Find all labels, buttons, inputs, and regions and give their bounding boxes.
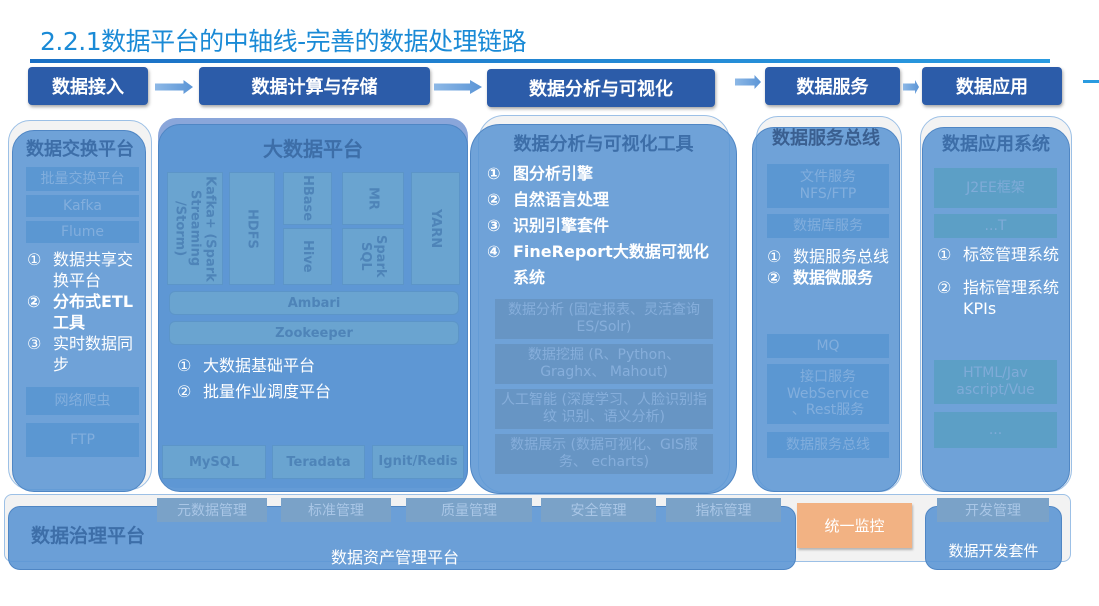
faded-box: Flume: [26, 221, 139, 243]
feature: 标签管理系统: [963, 245, 1060, 264]
feature: 识别引擎套件: [513, 216, 610, 235]
num: ①: [27, 250, 42, 269]
num: ①: [767, 247, 782, 266]
service-title: 数据服务总线: [772, 128, 880, 149]
component-ignite-redis: Ignit/Redis: [372, 445, 464, 479]
num: ②: [487, 190, 501, 209]
application-feature-list: ① 标签管理系统 ② 指标管理系统KPIs: [937, 244, 1062, 319]
component-spark-sql: Spark SQL: [342, 228, 404, 285]
faded-box: 文件服务 NFS/FTP: [767, 164, 889, 208]
component-zookeeper: Zookeeper: [169, 321, 459, 345]
security-management: 安全管理: [541, 498, 656, 522]
faded-box: J2EE框架: [934, 168, 1057, 208]
num: ①: [937, 245, 952, 264]
feature: 实时数据同步: [53, 334, 134, 374]
faded-box: 数据展示 (数据可视化、GIS服务、 echarts): [495, 434, 713, 474]
num: ②: [177, 382, 192, 401]
stage-data-service: 数据服务: [765, 67, 900, 105]
faded-box: FTP: [26, 423, 139, 457]
component-mysql: MySQL: [162, 445, 266, 479]
component-hive: Hive: [283, 228, 332, 285]
arrow-right-icon: [155, 80, 193, 94]
asset-management-label: 数据资产管理平台: [331, 548, 460, 567]
big-data-title: 大数据平台: [263, 137, 363, 161]
faded-box: MQ: [767, 334, 889, 358]
application-title: 数据应用系统: [942, 134, 1050, 155]
feature: 自然语言处理: [513, 190, 610, 209]
exchange-platform-panel: 数据交换平台 批量交换平台 Kafka Flume ① 数据共享交换平台 ② 分布式…: [12, 130, 146, 492]
faded-box: 数据挖掘 (R、Python、Graghx、 Mahout): [495, 344, 713, 384]
feature: 分布式ETL工具: [53, 292, 134, 332]
faded-box: 数据分析 (固定报表、灵活查询 ES/Solr): [495, 299, 713, 339]
page-title: 2.2.1数据平台的中轴线-完善的数据处理链路: [40, 27, 527, 56]
unified-monitoring: 统一监控: [797, 503, 912, 548]
application-panel: 数据应用系统 J2EE框架 ...T ① 标签管理系统 ② 指标管理系统KPIs H…: [922, 127, 1070, 492]
feature: 图分析引擎: [513, 164, 594, 183]
faded-box: 接口服务 WebService 、Rest服务: [767, 364, 889, 424]
num: ②: [937, 278, 952, 297]
analysis-panel: 数据分析与可视化工具 ① 图分析引擎 ② 自然语言处理 ③ 识别引擎套件 ④ FineR…: [470, 124, 737, 494]
stage-data-ingest: 数据接入: [28, 67, 148, 105]
faded-box: 数据服务总线: [767, 432, 889, 458]
big-data-feature-list: ① 大数据基础平台 ② 批量作业调度平台: [177, 353, 331, 405]
title-divider: [30, 59, 1050, 63]
stage-compute-storage: 数据计算与存储: [199, 67, 430, 105]
stage-data-application: 数据应用: [922, 67, 1062, 105]
arrow-right-icon: [903, 80, 919, 94]
divider-fragment: [1083, 80, 1099, 83]
feature: 数据服务总线: [793, 247, 890, 266]
component-yarn: YARN: [411, 172, 460, 285]
feature: FineReport大数据可视化系统: [513, 242, 709, 287]
asset-management-panel: 数据治理平台 数据资产管理平台: [8, 506, 796, 570]
feature: 指标管理系统KPIs: [963, 278, 1060, 318]
service-panel: 数据服务总线 文件服务 NFS/FTP 数据库服务 ① 数据服务总线 ② 数据微服务…: [752, 127, 900, 492]
governance-title: 数据治理平台: [31, 525, 146, 547]
num: ②: [27, 292, 41, 311]
num: ②: [767, 268, 781, 287]
faded-box: HTML/Jav ascript/Vue: [934, 360, 1057, 404]
component-ambari: Ambari: [169, 291, 459, 315]
faded-box: ...: [934, 412, 1057, 448]
faded-box: 数据库服务: [767, 214, 889, 238]
exchange-feature-list: ① 数据共享交换平台 ② 分布式ETL工具 ③ 实时数据同步: [27, 249, 137, 375]
quality-management: 质量管理: [406, 498, 532, 522]
feature: 批量作业调度平台: [203, 382, 332, 401]
faded-box: 批量交换平台: [26, 167, 139, 191]
arrow-right-icon: [735, 75, 761, 89]
metadata-management: 元数据管理: [157, 498, 267, 522]
service-feature-list: ① 数据服务总线 ② 数据微服务: [767, 246, 892, 288]
num: ③: [487, 216, 501, 235]
faded-box: 网络爬虫: [26, 387, 139, 415]
feature: 数据共享交换平台: [53, 250, 134, 290]
indicator-management: 指标管理: [666, 498, 781, 522]
standard-management: 标准管理: [281, 498, 391, 522]
component-hdfs: HDFS: [229, 172, 275, 285]
analysis-title: 数据分析与可视化工具: [513, 134, 694, 155]
stage-analysis-visualization: 数据分析与可视化: [487, 69, 715, 107]
exchange-platform-title: 数据交换平台: [26, 139, 134, 160]
num: ④: [487, 242, 501, 261]
num: ③: [27, 334, 42, 353]
dev-management: 开发管理: [937, 498, 1049, 522]
arrow-right-icon: [434, 80, 482, 94]
component-teradata: Teradata: [272, 445, 365, 479]
faded-box: 人工智能 (深度学习、人脸识别指纹 识别、语义分析): [495, 389, 713, 429]
feature: 大数据基础平台: [203, 356, 316, 375]
component-hbase: HBase: [283, 172, 332, 225]
feature: 数据微服务: [793, 268, 874, 287]
num: ①: [177, 356, 192, 375]
big-data-panel: 大数据平台 Kafka+ (Spark Streaming /Storm) HD…: [158, 124, 468, 492]
faded-box: ...T: [934, 214, 1057, 238]
faded-box: Kafka: [26, 195, 139, 217]
component-kafka: Kafka+ (Spark Streaming /Storm): [167, 172, 223, 285]
num: ①: [487, 164, 501, 183]
analysis-feature-list: ① 图分析引擎 ② 自然语言处理 ③ 识别引擎套件 ④ FineReport大数据可视化…: [487, 161, 721, 291]
component-mr: MR: [342, 172, 404, 225]
